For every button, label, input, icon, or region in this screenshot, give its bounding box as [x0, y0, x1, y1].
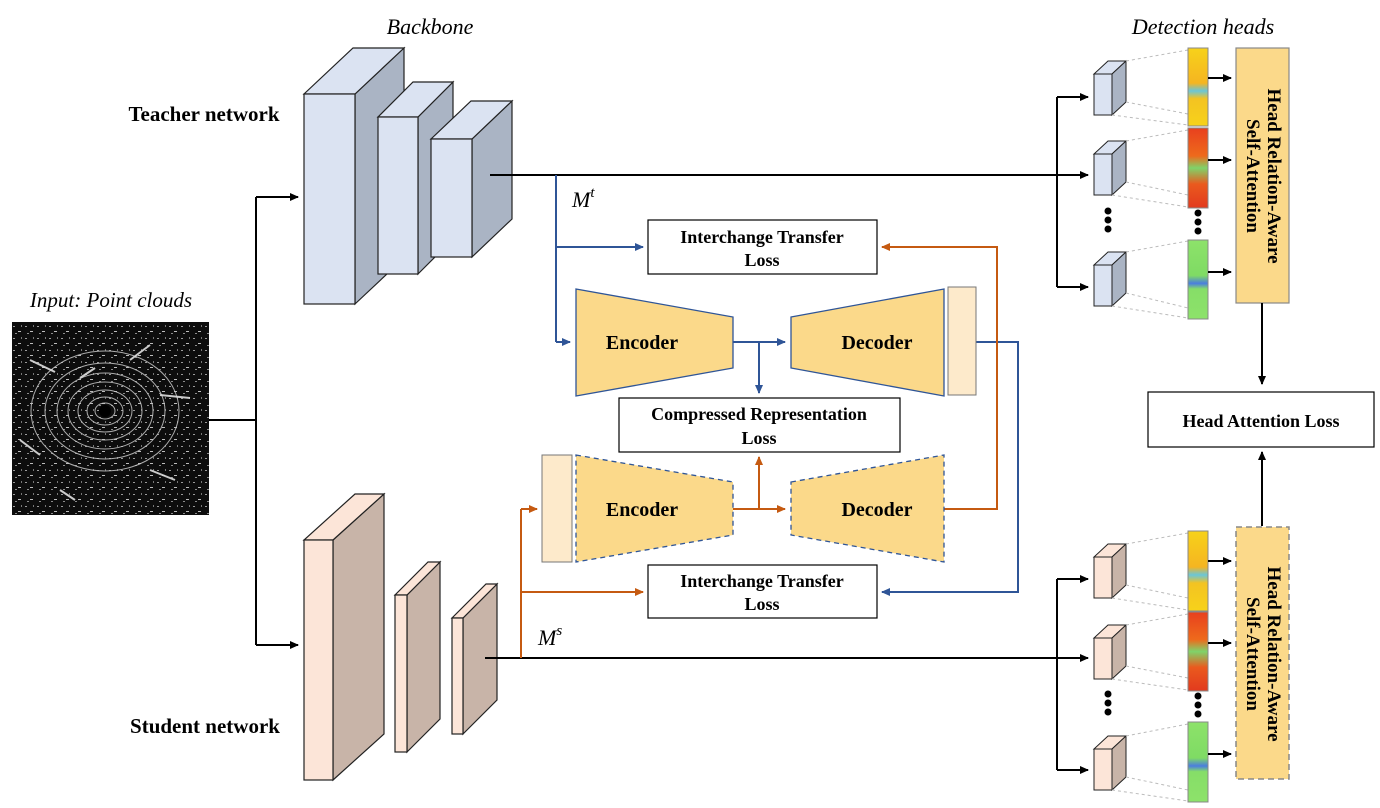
teacher-heatmap-1: [1187, 47, 1209, 127]
input-branch-connector: [209, 193, 299, 649]
teacher-decoder: Decoder: [790, 288, 945, 397]
svg-text:Loss: Loss: [744, 594, 779, 614]
teacher-ellipsis: [1104, 207, 1202, 235]
teacher-attention-module: Head Relation-Aware Self-Attention: [1235, 47, 1290, 304]
m-teacher-label: Mt: [571, 185, 595, 212]
detection-heads-label: Detection heads: [1131, 14, 1274, 39]
head-attention-loss: Head Attention Loss: [1147, 391, 1375, 448]
student-heatmap-2: [1187, 611, 1209, 692]
student-heatmap-1: [1187, 530, 1209, 612]
teacher-heatmap-2: [1187, 127, 1209, 209]
svg-text:Compressed Representation: Compressed Representation: [651, 404, 867, 424]
student-head-2: [1092, 611, 1209, 692]
teacher-backbone: [302, 46, 514, 306]
svg-text:Interchange Transfer: Interchange Transfer: [680, 227, 844, 247]
svg-text:Decoder: Decoder: [841, 499, 912, 521]
svg-text:Loss: Loss: [744, 250, 779, 270]
svg-text:Encoder: Encoder: [606, 332, 678, 354]
svg-text:Encoder: Encoder: [606, 499, 678, 521]
student-block-2: [393, 560, 442, 754]
student-autoencoder-path: [520, 243, 998, 658]
interchange-transfer-loss-top: Interchange Transfer Loss: [647, 219, 878, 275]
svg-text:Decoder: Decoder: [841, 332, 912, 354]
student-network-label: Student network: [130, 714, 280, 738]
teacher-network-label: Teacher network: [128, 102, 279, 126]
student-head-1: [1092, 530, 1209, 612]
backbone-label: Backbone: [387, 14, 474, 39]
svg-text:Head Relation-Aware: Head Relation-Aware: [1263, 566, 1284, 741]
teacher-reconstructed-feature: [947, 286, 977, 396]
student-block-3: [450, 582, 499, 736]
svg-text:Head Attention Loss: Head Attention Loss: [1182, 411, 1339, 431]
student-detection-heads: [1056, 530, 1232, 803]
teacher-heatmap-3: [1187, 239, 1209, 320]
teacher-head-2: [1092, 127, 1209, 209]
student-ellipsis: [1104, 690, 1202, 718]
student-head-3: [1092, 721, 1209, 803]
student-input-feature: [541, 454, 573, 563]
svg-text:Self-Attention: Self-Attention: [1242, 119, 1263, 233]
student-decoder: Decoder: [790, 454, 945, 563]
student-block-1: [302, 492, 386, 782]
svg-text:Self-Attention: Self-Attention: [1242, 597, 1263, 711]
student-heatmap-3: [1187, 721, 1209, 803]
teacher-detection-heads: [1056, 47, 1232, 320]
student-attention-module: Head Relation-Aware Self-Attention: [1235, 526, 1290, 780]
svg-text:Head Relation-Aware: Head Relation-Aware: [1263, 88, 1284, 263]
svg-text:Interchange Transfer: Interchange Transfer: [680, 571, 844, 591]
student-backbone: [302, 492, 499, 782]
teacher-encoder: Encoder: [575, 288, 734, 397]
teacher-head-3: [1092, 239, 1209, 320]
svg-text:Loss: Loss: [741, 428, 776, 448]
teacher-block-3: [429, 99, 514, 259]
point-cloud-image: [12, 322, 209, 515]
teacher-head-1: [1092, 47, 1209, 127]
input-label: Input: Point clouds: [29, 288, 192, 312]
interchange-transfer-loss-bottom: Interchange Transfer Loss: [647, 564, 878, 619]
student-encoder: Encoder: [575, 454, 734, 563]
compressed-representation-loss: Compressed Representation Loss: [618, 397, 901, 453]
m-student-label: Ms: [537, 623, 562, 650]
